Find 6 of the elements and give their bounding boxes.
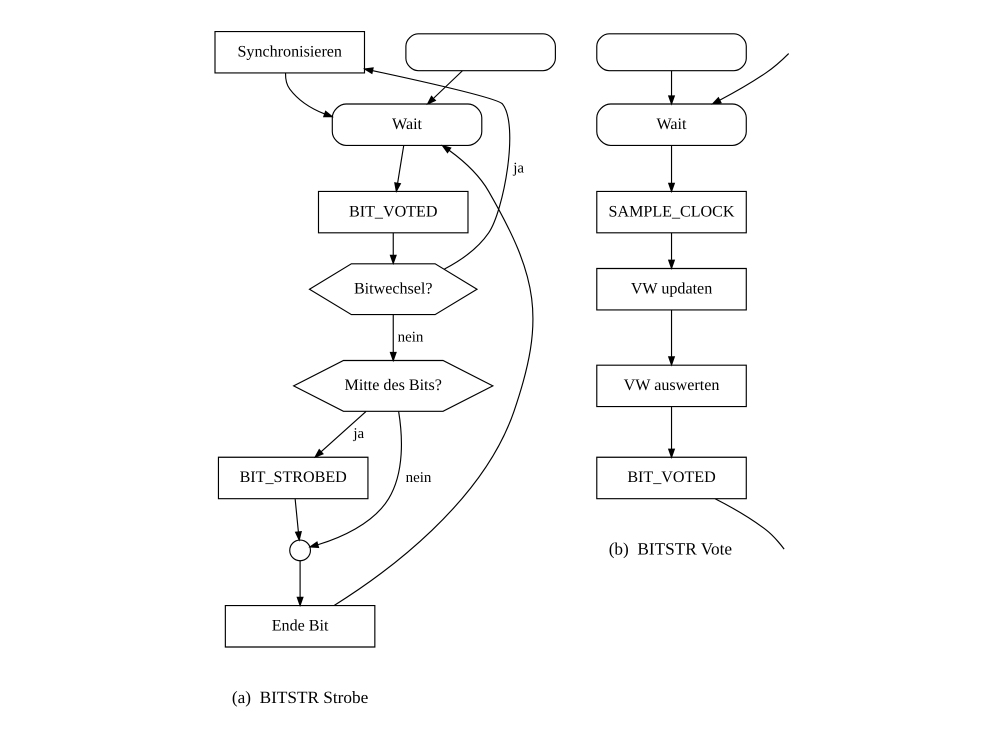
- edge-label: nein: [406, 470, 432, 486]
- edge-label: nein: [398, 329, 424, 346]
- edge-label: ja: [353, 426, 364, 442]
- label: (b) BITSTR Vote: [608, 539, 732, 558]
- label: (a) BITSTR Strobe: [232, 688, 368, 707]
- edge-label: ja: [513, 160, 524, 176]
